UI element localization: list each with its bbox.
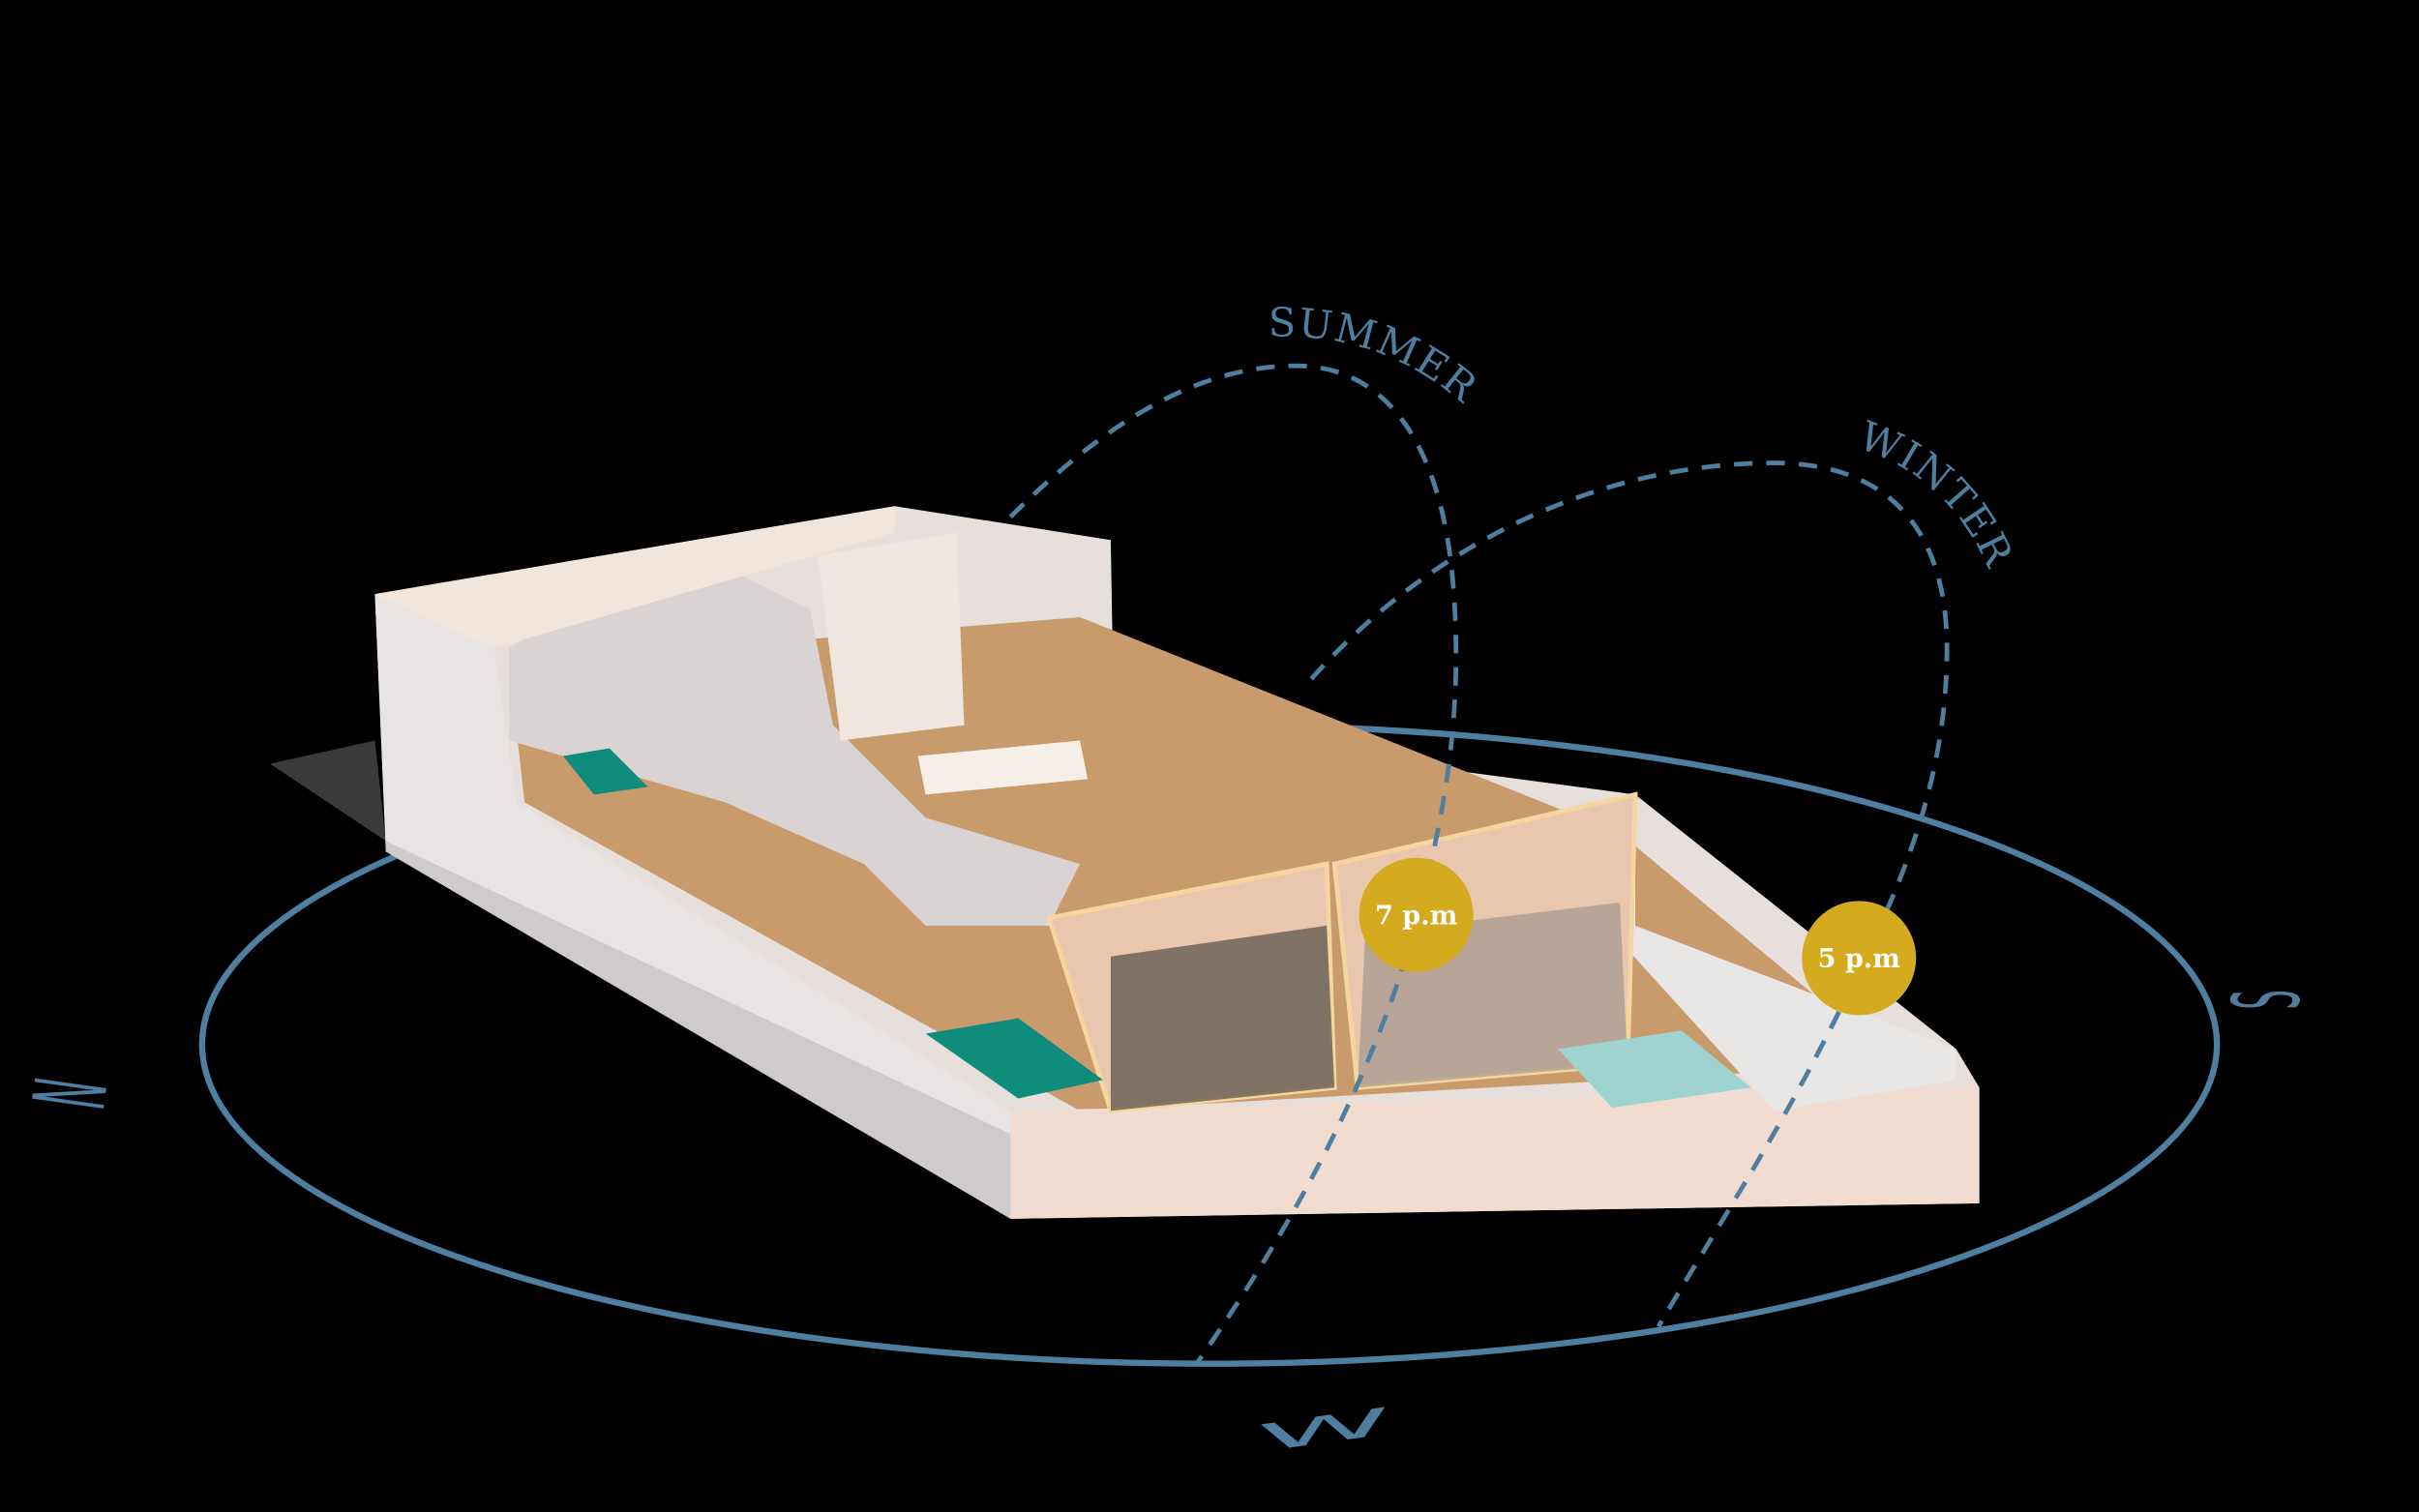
summer-label: SUMMER (1269, 299, 1487, 411)
sun-time-label: 7 p.m (1375, 901, 1458, 931)
kitchen-counter (917, 740, 1089, 795)
winter-sun-path (1309, 460, 1950, 1328)
compass-north: N (13, 1072, 131, 1115)
front-wall-face (1010, 1087, 1980, 1219)
winter-label: WINTER (1853, 412, 2022, 575)
left-wall-top (374, 594, 1011, 1135)
apartment-3d-model (270, 506, 1980, 1219)
summer-sun-path (1008, 363, 1459, 1367)
sun-marker-7pm: 7 p.m (1359, 857, 1474, 972)
balcony-wall (1620, 794, 1956, 1112)
back-wall (374, 506, 895, 648)
building-shadow (270, 740, 386, 842)
glass-panel (1110, 925, 1335, 1112)
compass-west: W (1256, 1400, 1395, 1461)
dining-table (1558, 1030, 1751, 1109)
sun-time-label: 5 p.m (1818, 944, 1901, 974)
interior-walls (509, 548, 1081, 926)
compass-south: S (2213, 990, 2320, 1009)
kitchen-block (818, 532, 965, 741)
bed-cover (562, 748, 648, 795)
bed-cover (925, 1018, 1103, 1099)
sun-marker-5pm: 5 p.m (1802, 901, 1917, 1016)
left-wall-face (385, 841, 1011, 1219)
